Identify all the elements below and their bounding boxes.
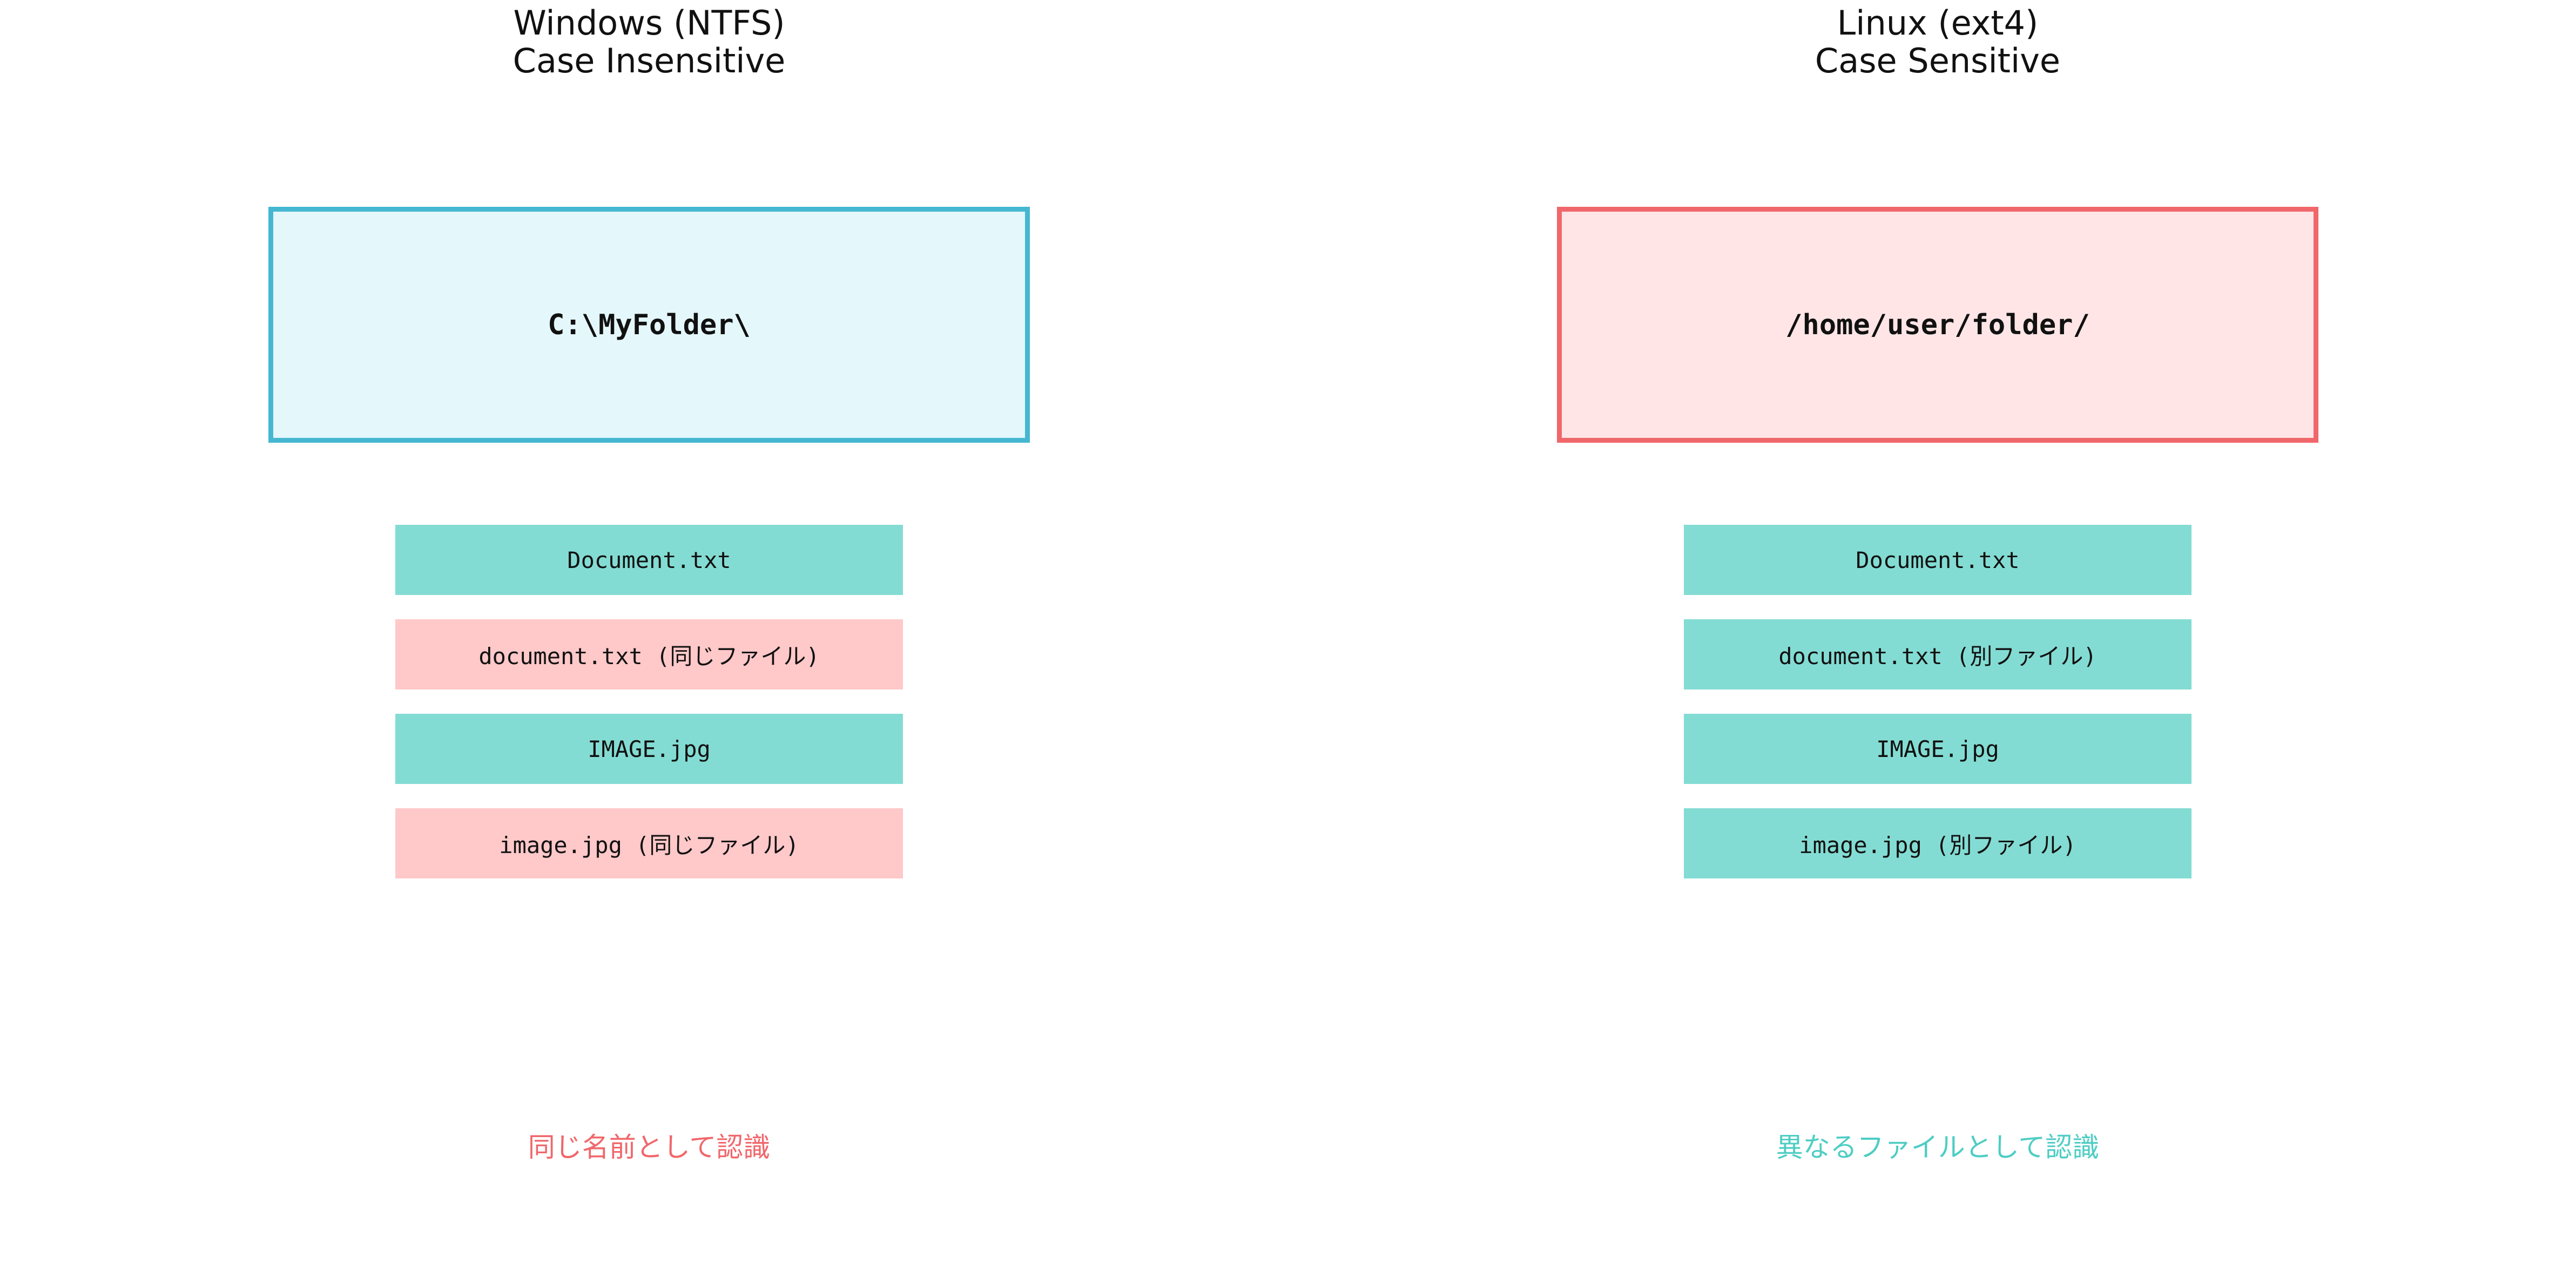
windows-panel: Windows (NTFS) Case Insensitive C:\MyFol… <box>268 0 1030 1278</box>
linux-file-item: IMAGE.jpg <box>1684 714 2191 784</box>
linux-title-sensitivity: Case Sensitive <box>1815 41 2061 80</box>
linux-file-item: document.txt (別ファイル) <box>1684 619 2191 689</box>
linux-panel: Linux (ext4) Case Sensitive /home/user/f… <box>1557 0 2318 1278</box>
linux-title-filesystem: Linux (ext4) <box>1837 3 2039 43</box>
windows-file-item: Document.txt <box>395 525 903 595</box>
windows-file-list: Document.txt document.txt (同じファイル) IMAGE… <box>395 525 903 903</box>
linux-title: Linux (ext4) Case Sensitive <box>1557 4 2318 80</box>
windows-file-item: document.txt (同じファイル) <box>395 619 903 689</box>
windows-file-item: image.jpg (同じファイル) <box>395 808 903 878</box>
linux-folder-box: /home/user/folder/ <box>1557 207 2318 443</box>
windows-folder-box: C:\MyFolder\ <box>268 207 1030 443</box>
linux-folder-path: /home/user/folder/ <box>1785 308 2090 341</box>
linux-summary: 異なるファイルとして認識 <box>1776 1132 2100 1163</box>
linux-file-item: Document.txt <box>1684 525 2191 595</box>
windows-file-item: IMAGE.jpg <box>395 714 903 784</box>
windows-title-sensitivity: Case Insensitive <box>512 41 786 80</box>
linux-file-list: Document.txt document.txt (別ファイル) IMAGE.… <box>1684 525 2191 903</box>
windows-title: Windows (NTFS) Case Insensitive <box>268 4 1030 80</box>
windows-summary: 同じ名前として認識 <box>528 1132 771 1163</box>
windows-title-filesystem: Windows (NTFS) <box>513 3 785 43</box>
windows-folder-path: C:\MyFolder\ <box>548 308 751 341</box>
linux-file-item: image.jpg (別ファイル) <box>1684 808 2191 878</box>
